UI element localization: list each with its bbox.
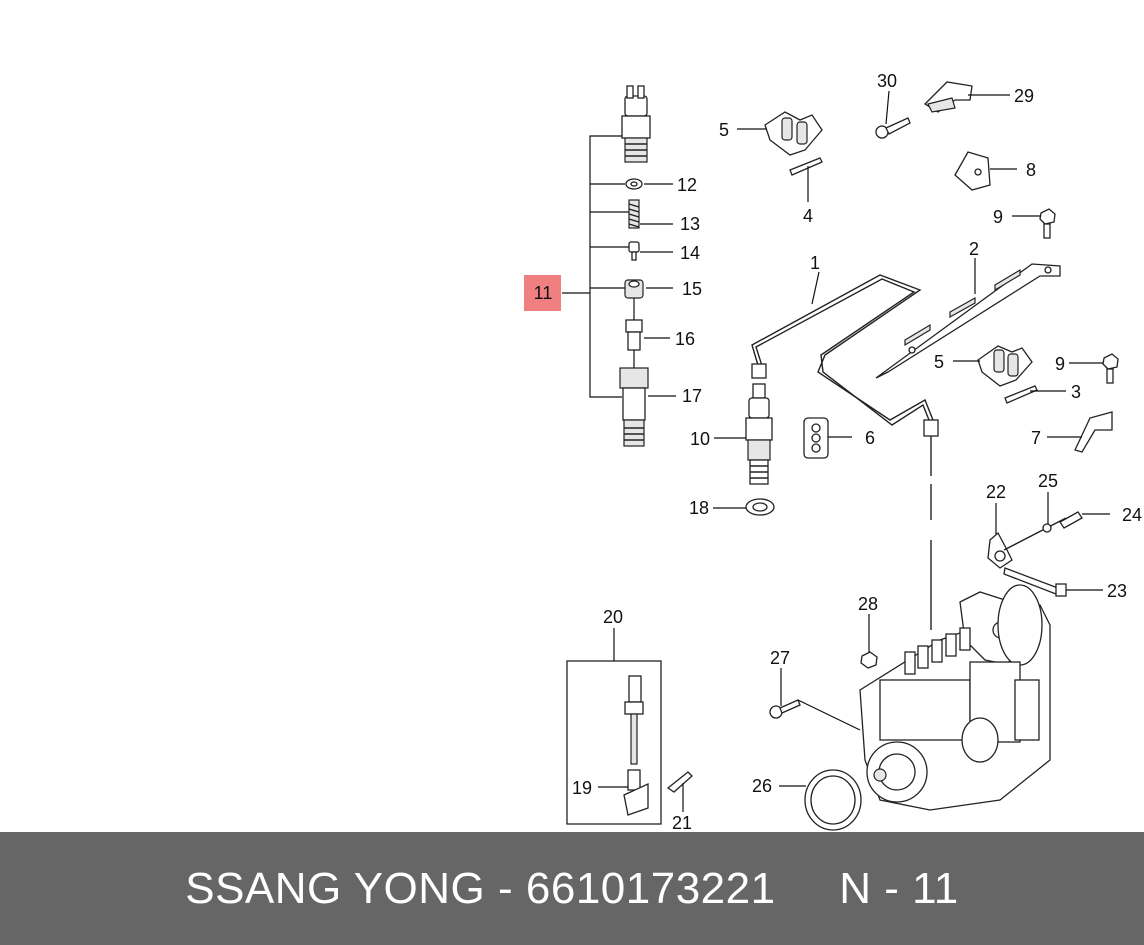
bracket-part-8 bbox=[954, 151, 991, 191]
pin-part-4 bbox=[789, 157, 823, 202]
callout-21[interactable]: 21 bbox=[672, 813, 692, 832]
clamp-part-6 bbox=[803, 417, 829, 459]
bolt-part-9-lower bbox=[1102, 353, 1119, 384]
callout-28[interactable]: 28 bbox=[858, 594, 878, 614]
callout-30[interactable]: 30 bbox=[877, 71, 897, 91]
callout-29[interactable]: 29 bbox=[1014, 86, 1034, 106]
clamp-part-5-middle bbox=[977, 345, 1033, 387]
bracket-part-2 bbox=[875, 263, 1061, 379]
callout-7[interactable]: 7 bbox=[1031, 428, 1041, 448]
callout-19[interactable]: 19 bbox=[572, 778, 592, 798]
pin-part-3 bbox=[1004, 385, 1038, 404]
nut-part-28 bbox=[860, 651, 878, 669]
callout-5-top[interactable]: 5 bbox=[719, 120, 729, 140]
callout-20[interactable]: 20 bbox=[603, 607, 623, 627]
part-number-caption: SSANG YONG - 6610173221 N - 11 bbox=[185, 863, 959, 913]
callout-12[interactable]: 12 bbox=[677, 175, 697, 195]
lever-group-22-25 bbox=[987, 511, 1083, 597]
callout-9-top[interactable]: 9 bbox=[993, 207, 1003, 227]
o-ring-part-26 bbox=[804, 769, 862, 831]
adjusting-screw-box-20 bbox=[566, 628, 693, 825]
callout-13[interactable]: 13 bbox=[680, 214, 700, 234]
callout-4[interactable]: 4 bbox=[803, 206, 813, 226]
clamp-part-5-top bbox=[764, 111, 823, 156]
callout-2[interactable]: 2 bbox=[969, 239, 979, 259]
callout-17[interactable]: 17 bbox=[682, 386, 702, 406]
callout-26[interactable]: 26 bbox=[752, 776, 772, 796]
bolt-part-30 bbox=[875, 117, 911, 139]
fuel-pipe-assembly bbox=[751, 274, 939, 630]
callout-14[interactable]: 14 bbox=[680, 243, 700, 263]
bracket-part-29 bbox=[923, 81, 973, 113]
injection-pump bbox=[859, 584, 1051, 811]
callout-10[interactable]: 10 bbox=[690, 429, 710, 449]
bracket-part-7 bbox=[1074, 411, 1113, 453]
callout-15[interactable]: 15 bbox=[682, 279, 702, 299]
injector-assembly bbox=[745, 383, 775, 516]
bolt-part-9-top bbox=[1039, 208, 1056, 239]
callout-6[interactable]: 6 bbox=[865, 428, 875, 448]
callout-24[interactable]: 24 bbox=[1122, 505, 1142, 525]
callout-22[interactable]: 22 bbox=[986, 482, 1006, 502]
callout-1[interactable]: 1 bbox=[810, 253, 820, 273]
callout-5-middle[interactable]: 5 bbox=[934, 352, 944, 372]
callout-labels: 11 12 13 14 15 16 17 5 4 30 29 8 9 2 1 5… bbox=[524, 71, 1142, 832]
callout-27[interactable]: 27 bbox=[770, 648, 790, 668]
bolt-part-27 bbox=[769, 699, 801, 719]
footer-bar: SSANG YONG - 6610173221 N - 11 bbox=[0, 832, 1144, 945]
injector-exploded-assembly bbox=[562, 85, 651, 447]
highlight-box-11 bbox=[524, 275, 561, 311]
callout-9-lower[interactable]: 9 bbox=[1055, 354, 1065, 374]
callout-3[interactable]: 3 bbox=[1071, 382, 1081, 402]
callout-16[interactable]: 16 bbox=[675, 329, 695, 349]
callout-23[interactable]: 23 bbox=[1107, 581, 1127, 601]
leader-lines bbox=[598, 90, 1110, 812]
parts-diagram: 11 12 13 14 15 16 17 5 4 30 29 8 9 2 1 5… bbox=[524, 71, 1142, 832]
callout-8[interactable]: 8 bbox=[1026, 160, 1036, 180]
callout-18[interactable]: 18 bbox=[689, 498, 709, 518]
callout-25[interactable]: 25 bbox=[1038, 471, 1058, 491]
callout-11[interactable]: 11 bbox=[534, 283, 553, 303]
